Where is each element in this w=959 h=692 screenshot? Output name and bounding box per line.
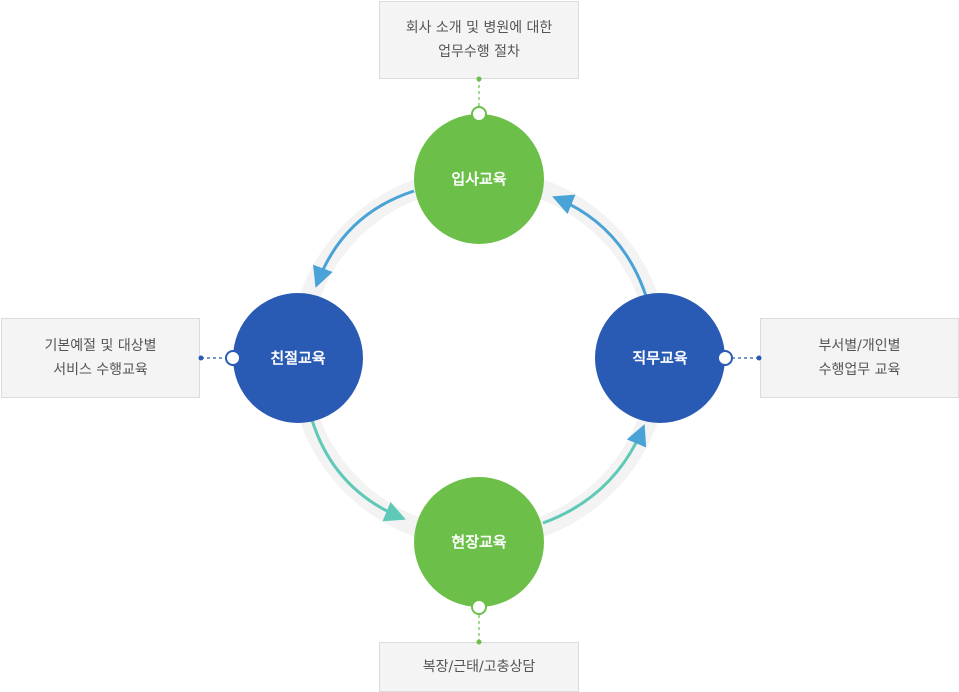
arrow-right-to-top — [552, 194, 648, 297]
node-right-handle — [717, 350, 733, 366]
node-bottom-handle — [471, 599, 487, 615]
node-bottom-label: 현장교육 — [451, 533, 506, 551]
connector-left-dot — [198, 355, 204, 361]
box-right-line-2: 수행업무 교육 — [818, 362, 901, 378]
node-top: 입사교육 — [414, 106, 544, 244]
connector-right-dot — [756, 355, 762, 361]
node-bottom: 현장교육 — [414, 477, 544, 615]
node-right: 직무교육 — [595, 293, 733, 423]
box-left-line-1: 기본예절 및 대상별 — [44, 338, 157, 354]
node-left-label: 친절교육 — [270, 349, 325, 367]
box-right: 부서별/개인별 수행업무 교육 — [760, 318, 959, 398]
box-bottom-line-1: 복장/근태/고충상담 — [422, 659, 536, 675]
node-top-label: 입사교육 — [451, 170, 506, 188]
box-top-line-2: 업무수행 절차 — [438, 44, 520, 60]
connector-top-dot — [476, 76, 482, 82]
node-right-label: 직무교육 — [632, 349, 687, 367]
node-top-handle — [471, 106, 487, 122]
arrow-bottom-to-right — [542, 424, 647, 525]
arrow-top-to-left — [313, 189, 415, 288]
box-right-line-1: 부서별/개인별 — [818, 338, 901, 354]
connector-bottom-dot — [476, 639, 482, 645]
node-left-handle — [225, 350, 241, 366]
box-left-line-2: 서비스 수행교육 — [53, 362, 148, 378]
box-top: 회사 소개 및 병원에 대한 업무수행 절차 — [379, 1, 579, 79]
node-left: 친절교육 — [225, 293, 363, 423]
box-top-line-1: 회사 소개 및 병원에 대한 — [405, 20, 553, 36]
arrow-left-to-bottom — [310, 419, 406, 522]
